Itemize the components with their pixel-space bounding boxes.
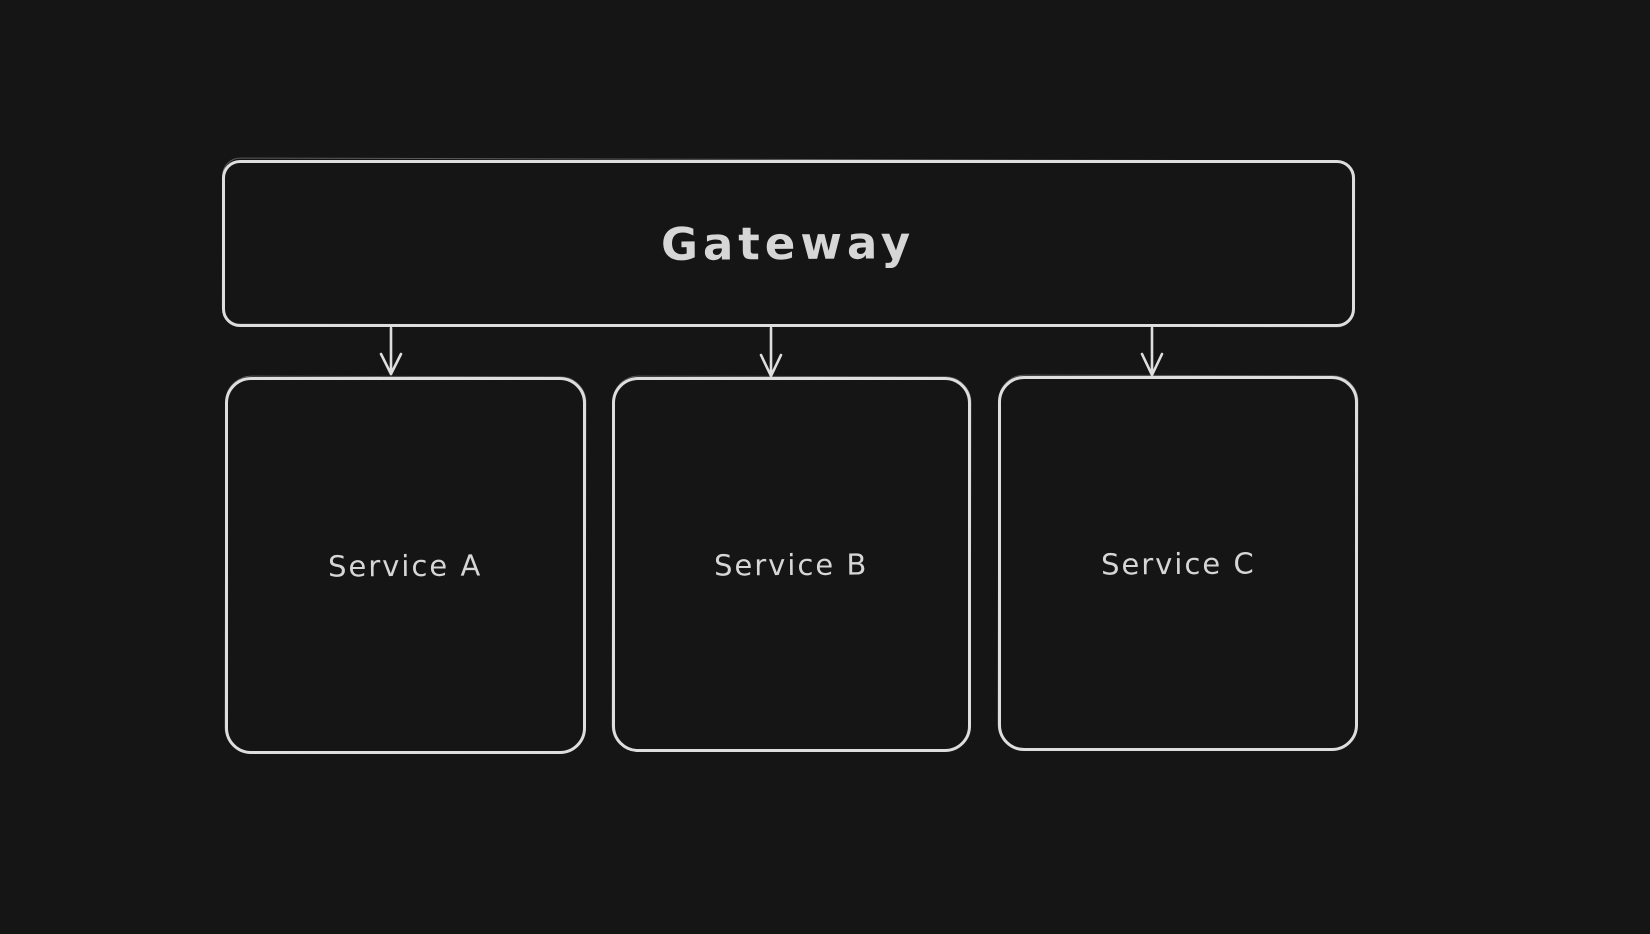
edge-arrow-gateway-to-service-b[interactable] <box>755 326 787 378</box>
edge-arrow-gateway-to-service-a[interactable] <box>375 326 407 378</box>
arrow-down-icon <box>1136 326 1168 378</box>
node-gateway[interactable]: Gateway <box>222 160 1355 327</box>
node-service-b-label: Service B <box>714 546 869 583</box>
node-service-c[interactable]: Service C <box>998 376 1358 751</box>
edge-arrow-gateway-to-service-c[interactable] <box>1136 326 1168 378</box>
node-service-a-label: Service A <box>328 547 483 584</box>
node-service-a[interactable]: Service A <box>225 377 586 754</box>
node-service-b[interactable]: Service B <box>612 377 971 752</box>
node-gateway-label: Gateway <box>661 216 916 271</box>
arrow-down-icon <box>755 326 787 378</box>
arrow-down-icon <box>375 326 407 378</box>
node-service-c-label: Service C <box>1100 545 1256 582</box>
